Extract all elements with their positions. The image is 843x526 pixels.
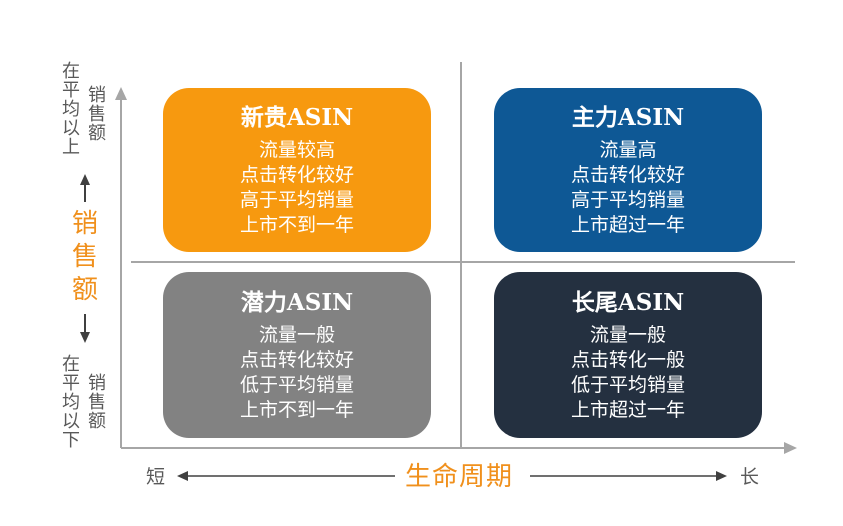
y-label-char: 销 [71,209,98,239]
sales-up-arrowhead [80,174,90,185]
quadrant-title: 主力ASIN [571,104,685,131]
note-char: 以 [62,118,80,139]
note-char: 均 [62,99,80,120]
quadrant-line: 上市不到一年 [239,214,354,236]
quadrant-line: 点击转化较好 [239,164,354,186]
note-char: 售 [88,104,106,125]
note-char: 上 [62,137,80,158]
y-axis-arrowhead [115,87,127,100]
quadrant-line: 低于平均销量 [239,374,354,396]
note-char: 平 [62,373,80,394]
quadrant-line: 流量一般 [258,324,335,346]
note-char: 额 [88,123,106,144]
note-char: 以 [62,411,80,432]
lifecycle-left-arrowhead [177,471,188,481]
quadrant-line: 高于平均销量 [239,189,354,211]
note-char: 平 [62,80,80,101]
x-axis-short-label: 短 [146,466,166,488]
note-char: 销 [88,85,106,106]
y-top-note-col2: 销 售 额 [88,86,106,143]
note-char: 额 [88,411,106,432]
y-axis-label: 销 售 额 [70,208,100,307]
quadrant-new-asin: 新贵ASIN 流量较高 点击转化较好 高于平均销量 上市不到一年 [163,88,431,252]
note-char: 下 [62,430,80,451]
x-axis-arrowhead [784,442,797,454]
quadrant-line: 上市超过一年 [570,214,685,236]
y-bottom-note-col2: 销 售 额 [88,374,106,431]
x-axis-label: 生命周期 [405,462,514,492]
note-char: 售 [88,392,106,413]
y-bottom-note-col1: 在 平 均 以 下 [62,355,80,450]
quadrant-line: 流量较高 [258,139,335,161]
quadrant-line: 流量一般 [589,324,666,346]
lifecycle-right-arrowhead [716,471,727,481]
quadrant-title: 潜力ASIN [240,289,354,316]
note-char: 销 [88,373,106,394]
quadrant-line: 高于平均销量 [570,189,685,211]
quadrant-potential-asin: 潜力ASIN 流量一般 点击转化较好 低于平均销量 上市不到一年 [163,272,431,438]
quadrant-title: 新贵ASIN [240,104,354,131]
quadrant-main-asin: 主力ASIN 流量高 点击转化较好 高于平均销量 上市超过一年 [494,88,762,252]
quadrant-line: 低于平均销量 [570,374,685,396]
quadrant-title: 长尾ASIN [571,289,685,316]
y-label-char: 额 [71,275,98,305]
note-char: 均 [62,392,80,413]
quadrant-line: 点击转化一般 [570,349,685,371]
note-char: 在 [62,354,80,375]
note-char: 在 [62,61,80,82]
quadrant-line: 点击转化较好 [570,164,685,186]
quadrant-line: 上市不到一年 [239,399,354,421]
y-top-note-col1: 在 平 均 以 上 [62,62,80,157]
y-label-char: 售 [71,242,98,272]
x-axis-long-label: 长 [740,466,760,488]
quadrant-line: 流量高 [599,139,657,161]
sales-down-arrowhead [80,332,90,343]
quadrant-longtail-asin: 长尾ASIN 流量一般 点击转化一般 低于平均销量 上市超过一年 [494,272,762,438]
quadrant-line: 上市超过一年 [570,399,685,421]
quadrant-line: 点击转化较好 [239,349,354,371]
